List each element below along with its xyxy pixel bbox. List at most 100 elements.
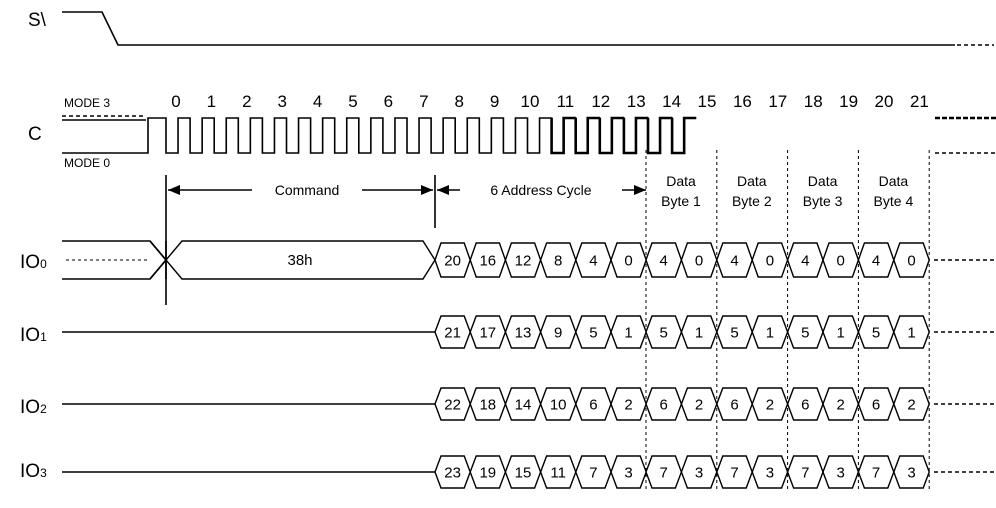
clock-number: 18 bbox=[804, 92, 823, 111]
io0-cross bbox=[149, 240, 168, 280]
command-phase-label: Command bbox=[275, 182, 340, 198]
data-cell bbox=[893, 387, 930, 421]
data-byte-title: Data bbox=[666, 173, 696, 189]
data-value: 2 bbox=[907, 397, 915, 414]
clock-number: 7 bbox=[419, 92, 428, 111]
clock-number: 9 bbox=[490, 92, 499, 111]
clock-label: C bbox=[28, 124, 42, 145]
address-value: 18 bbox=[479, 397, 496, 414]
data-value: 4 bbox=[872, 253, 880, 270]
clock-number: 6 bbox=[384, 92, 393, 111]
data-cell bbox=[893, 242, 930, 278]
address-value: 3 bbox=[624, 465, 632, 482]
data-value: 0 bbox=[766, 253, 774, 270]
data-value: 1 bbox=[907, 325, 915, 342]
address-value: 22 bbox=[444, 397, 461, 414]
address-value: 6 bbox=[589, 397, 597, 414]
clock-number: 15 bbox=[698, 92, 717, 111]
data-value: 7 bbox=[872, 465, 880, 482]
data-value: 0 bbox=[837, 253, 845, 270]
data-value: 4 bbox=[801, 253, 809, 270]
command-value: 38h bbox=[287, 252, 312, 269]
address-value: 10 bbox=[550, 397, 567, 414]
data-value: 2 bbox=[695, 397, 703, 414]
clock-number: 21 bbox=[910, 92, 929, 111]
data-value: 5 bbox=[730, 325, 738, 342]
clock-number: 19 bbox=[839, 92, 858, 111]
clock-waveform bbox=[146, 117, 697, 154]
clock-number: 4 bbox=[313, 92, 322, 111]
address-value: 20 bbox=[444, 253, 461, 270]
address-value: 13 bbox=[515, 325, 532, 342]
data-byte-title: Data bbox=[879, 173, 909, 189]
data-value: 6 bbox=[801, 397, 809, 414]
clock-number: 13 bbox=[627, 92, 646, 111]
clock-number: 8 bbox=[454, 92, 463, 111]
data-value: 4 bbox=[730, 253, 738, 270]
data-value: 4 bbox=[660, 253, 668, 270]
clock-number: 20 bbox=[875, 92, 894, 111]
address-value: 8 bbox=[554, 253, 562, 270]
address-value: 9 bbox=[554, 325, 562, 342]
address-value: 1 bbox=[624, 325, 632, 342]
io2-label: IO2 bbox=[20, 397, 47, 418]
data-byte-index: Byte 4 bbox=[874, 193, 914, 209]
data-byte-title: Data bbox=[808, 173, 838, 189]
mode3-label: MODE 3 bbox=[64, 96, 110, 110]
data-value: 3 bbox=[695, 465, 703, 482]
data-value: 7 bbox=[730, 465, 738, 482]
data-separators bbox=[645, 150, 930, 490]
data-value: 6 bbox=[660, 397, 668, 414]
address-value: 14 bbox=[515, 397, 532, 414]
data-value: 0 bbox=[907, 253, 915, 270]
io1-label: IO1 bbox=[20, 325, 47, 346]
clock-number: 17 bbox=[768, 92, 787, 111]
address-value: 12 bbox=[515, 253, 532, 270]
data-value: 3 bbox=[837, 465, 845, 482]
io3-label: IO3 bbox=[20, 461, 47, 482]
command-arrow bbox=[168, 185, 433, 195]
data-value: 1 bbox=[766, 325, 774, 342]
data-value: 6 bbox=[872, 397, 880, 414]
clock-number: 5 bbox=[348, 92, 357, 111]
data-value: 1 bbox=[695, 325, 703, 342]
data-value: 3 bbox=[766, 465, 774, 482]
data-value: 7 bbox=[660, 465, 668, 482]
address-value: 23 bbox=[444, 465, 461, 482]
clock-number: 3 bbox=[277, 92, 286, 111]
data-value: 6 bbox=[730, 397, 738, 414]
clock-number: 16 bbox=[733, 92, 752, 111]
data-cell bbox=[893, 455, 930, 489]
address-value: 16 bbox=[479, 253, 496, 270]
data-byte-index: Byte 2 bbox=[732, 193, 772, 209]
address-value: 0 bbox=[624, 253, 632, 270]
clock-number: 12 bbox=[591, 92, 610, 111]
clock-number: 2 bbox=[242, 92, 251, 111]
cs-label: S\ bbox=[28, 10, 47, 31]
address-phase-label: 6 Address Cycle bbox=[490, 182, 591, 198]
io0-label: IO0 bbox=[20, 252, 47, 273]
clock-data-waveform bbox=[550, 116, 697, 155]
address-value: 7 bbox=[589, 465, 597, 482]
data-value: 5 bbox=[872, 325, 880, 342]
data-value: 5 bbox=[801, 325, 809, 342]
address-value: 21 bbox=[444, 325, 461, 342]
data-cell bbox=[893, 315, 930, 349]
address-value: 11 bbox=[550, 465, 566, 482]
data-value: 3 bbox=[907, 465, 915, 482]
address-value: 19 bbox=[479, 465, 496, 482]
data-byte-index: Byte 3 bbox=[803, 193, 843, 209]
clock-number: 10 bbox=[521, 92, 540, 111]
address-value: 15 bbox=[515, 465, 532, 482]
clock-number: 1 bbox=[207, 92, 216, 111]
cs-waveform bbox=[62, 11, 955, 46]
address-value: 4 bbox=[589, 253, 597, 270]
